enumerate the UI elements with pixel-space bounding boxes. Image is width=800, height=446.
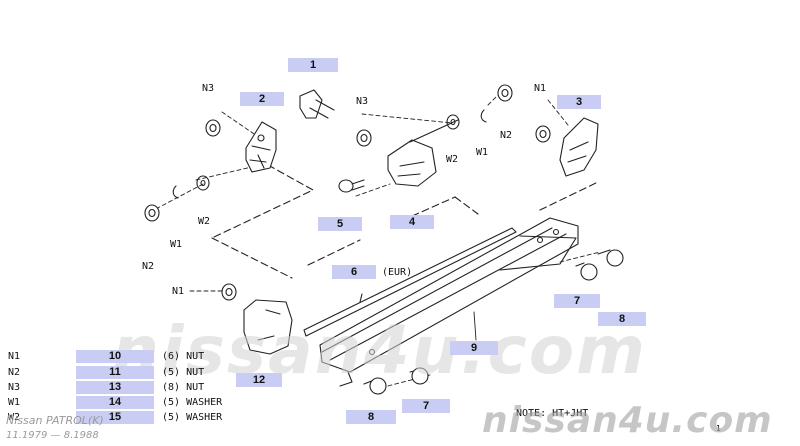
callout-2: 2 [240,92,284,106]
page-number: 1 [716,424,721,433]
label-n2-left: N2 [142,261,155,272]
legend-ref: 11 [76,366,154,379]
legend-code: W2 [8,412,21,423]
callout-9: 9 [450,341,498,355]
fasteners [144,84,551,301]
bumper-beam-part-9 [319,217,579,387]
label-w1-left: W1 [170,239,183,250]
model-name: Nissan PATROL(K) [6,414,104,427]
bracket-part-4 [387,119,459,187]
callout-3: 3 [557,95,601,109]
label-n3-mid: N3 [356,96,369,107]
callout-7: 7 [554,294,600,308]
legend-code: N3 [8,382,21,393]
rubber-strip-part-6 [303,227,517,337]
callout-8b: 8 [346,410,396,424]
legend-ref: 10 [76,350,154,363]
label-n1-right: N1 [534,83,547,94]
legend-row: W2 15 (5) WASHER [8,411,248,425]
legend-code: W1 [8,397,21,408]
legend-desc: (5) WASHER [162,397,223,408]
bolts-part-7-8 [363,249,624,395]
callout-12: 12 [236,373,282,387]
bumper-rubber-part-3 [559,117,599,177]
legend-desc: (5) NUT [162,367,205,378]
leader-part-9 [473,311,477,341]
note-text: NOTE: HT+JHT [516,408,589,419]
label-n3-left: N3 [202,83,215,94]
corner-part-12 [243,299,293,355]
brand-watermark: nissan4u.com [482,400,773,441]
legend-desc: (8) NUT [162,382,205,393]
bracket-part-2 [245,121,277,173]
label-w2-mid: W2 [446,154,459,165]
label-w1-mid: W1 [476,147,489,158]
label-eur: (EUR) [382,267,413,278]
legend-ref: 13 [76,381,154,394]
callout-7b: 7 [402,399,450,413]
legend-row: N2 11 (5) NUT [8,366,248,380]
model-period: 11.1979 — 8.1988 [6,430,99,441]
legend-code: N1 [8,351,21,362]
label-w2-left: W2 [198,216,211,227]
legend-row: N1 10 (6) NUT [8,350,248,364]
legend-desc: (6) NUT [162,351,205,362]
legend-desc: (5) WASHER [162,412,223,423]
callout-6: 6 [332,265,376,279]
callout-4: 4 [390,215,434,229]
callout-8: 8 [598,312,646,326]
callout-5: 5 [318,217,362,231]
legend-row: W1 14 (5) WASHER [8,396,248,410]
label-n1-left: N1 [172,286,185,297]
legend-code: N2 [8,367,21,378]
bolt-part-5 [338,179,365,193]
callout-1: 1 [288,58,338,72]
label-n2-right: N2 [500,130,513,141]
legend-row: N3 13 (8) NUT [8,381,248,395]
legend-ref: 14 [76,396,154,409]
legend-ref: 15 [76,411,154,424]
watermark: nissan4u.com [112,312,647,389]
bracket-part-1 [299,89,335,119]
